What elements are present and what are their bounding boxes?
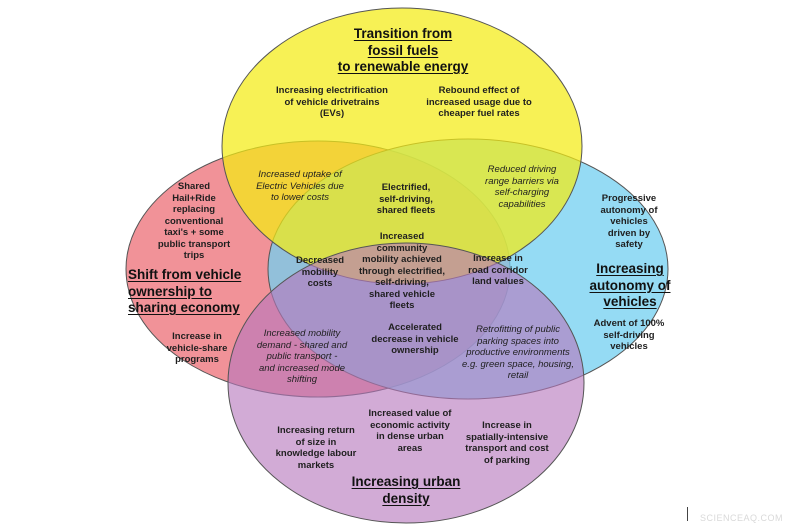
density-item-economic: Increased value of economic activity in …	[368, 408, 452, 454]
fuels-item-rebound: Rebound effect of increased usage due to…	[426, 85, 532, 119]
watermark: SCIENCEAQ.COM	[700, 513, 784, 523]
overlap-all-four: Increased community mobility achieved th…	[358, 231, 446, 311]
overlap-sharing-autonomy-density: Accelerated decrease in vehicle ownershi…	[371, 322, 459, 356]
fuels-title: Transition from fossil fuels to renewabl…	[337, 26, 469, 74]
density-item-parking: Increase in spatially-intensive transpor…	[465, 420, 549, 466]
overlap-autonomy-density: Retrofitting of public parking spaces in…	[462, 324, 574, 381]
watermark-divider	[687, 507, 688, 521]
overlap-fuels-sharing-autonomy: Electrified, self-driving, shared fleets	[376, 182, 436, 216]
circle-density	[227, 242, 585, 524]
overlap-fuels-autonomy: Reduced driving range barriers via self-…	[485, 164, 559, 210]
autonomy-item-progressive: Progressive autonomy of vehicles driven …	[600, 193, 658, 250]
density-title: Increasing urban density	[351, 474, 461, 506]
autonomy-item-self-driving: Advent of 100% self-driving vehicles	[593, 318, 665, 352]
overlap-sharing-density: Increased mobility demand - shared and p…	[256, 328, 348, 385]
overlap-fuels-autonomy-density: Increase in road corridor land values	[468, 253, 528, 287]
density-item-knowledge: Increasing return of size in knowledge l…	[275, 425, 357, 471]
sharing-title: Shift from vehicle ownership to sharing …	[128, 267, 242, 315]
fuels-item-electrification: Increasing electrification of vehicle dr…	[276, 85, 388, 119]
sharing-item-hailride: Shared Hail+Ride replacing conventional …	[157, 181, 231, 261]
autonomy-title: Increasing autonomy of vehicles	[589, 261, 671, 309]
sharing-item-vehicle-share: Increase in vehicle-share programs	[166, 331, 228, 365]
overlap-fuels-sharing-density: Decreased mobility costs	[295, 255, 345, 289]
overlap-fuels-sharing: Increased uptake of Electric Vehicles du…	[256, 169, 344, 203]
